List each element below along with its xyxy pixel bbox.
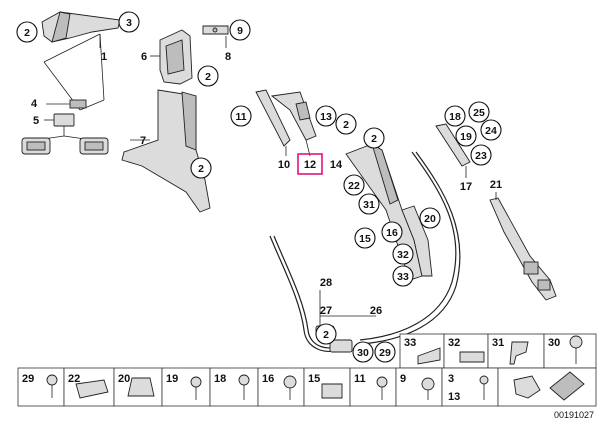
callout-2e[interactable]: 2 — [371, 133, 377, 145]
callout-5[interactable]: 5 — [33, 115, 39, 127]
part-22-cover-icon — [75, 379, 109, 399]
callout-10[interactable]: 10 — [278, 159, 290, 171]
legend-label-13[interactable]: 13 — [448, 391, 460, 403]
callout-2d[interactable]: 2 — [343, 119, 349, 131]
part-4-5-clips — [21, 99, 109, 155]
part-13-clip-icon — [513, 375, 541, 399]
callout-32[interactable]: 32 — [397, 249, 409, 261]
part-18-screw-icon — [238, 374, 250, 386]
part-14-pillar-trim — [345, 143, 433, 281]
legend-label-29[interactable]: 29 — [22, 373, 34, 385]
callout-16[interactable]: 16 — [386, 227, 398, 239]
callout-11[interactable]: 11 — [235, 111, 246, 123]
legend-row-1: 33 32 31 30 — [399, 333, 597, 369]
part-9-bolt-icon — [421, 377, 435, 391]
callout-2b[interactable]: 2 — [205, 71, 211, 83]
arrow-icon — [549, 371, 585, 401]
callout-28[interactable]: 28 — [320, 277, 332, 289]
part-20-clip-icon — [127, 377, 155, 397]
diagram-id: 00191027 — [554, 410, 594, 420]
legend-label-20[interactable]: 20 — [118, 373, 130, 385]
callout-22[interactable]: 22 — [348, 180, 360, 192]
callout-2f[interactable]: 2 — [323, 329, 329, 341]
callout-26[interactable]: 26 — [370, 305, 382, 317]
callout-33[interactable]: 33 — [397, 271, 409, 283]
callout-4[interactable]: 4 — [31, 98, 38, 110]
part-3-screw-icon — [479, 375, 489, 385]
part-6-bracket — [150, 25, 229, 85]
part-31-clip — [509, 341, 529, 365]
part-16-screw-icon — [283, 375, 297, 389]
part-21-rail — [489, 192, 557, 301]
legend-label-33[interactable]: 33 — [404, 337, 416, 349]
callout-1[interactable]: 1 — [101, 51, 107, 63]
callout-30[interactable]: 30 — [357, 347, 369, 359]
highlight-box-12 — [297, 153, 323, 175]
legend-label-3[interactable]: 3 — [448, 373, 454, 385]
part-29-screw-icon — [46, 374, 58, 386]
legend-label-9[interactable]: 9 — [400, 373, 406, 385]
part-30-screw-head — [569, 335, 583, 349]
callout-15[interactable]: 15 — [359, 233, 371, 245]
callout-13[interactable]: 13 — [320, 111, 332, 123]
legend-label-30[interactable]: 30 — [548, 337, 560, 349]
legend-row-2: 29 22 20 19 18 16 15 11 9 3 13 — [17, 367, 597, 407]
callout-25[interactable]: 25 — [473, 107, 485, 119]
part-17-bracket — [435, 123, 471, 178]
legend-label-15[interactable]: 15 — [308, 373, 320, 385]
callout-20[interactable]: 20 — [424, 213, 436, 225]
callout-6[interactable]: 6 — [141, 51, 147, 63]
callout-9[interactable]: 9 — [237, 25, 243, 37]
callout-circles — [16, 11, 502, 363]
callout-2c[interactable]: 2 — [198, 163, 204, 175]
callout-3[interactable]: 3 — [126, 17, 132, 29]
callout-27[interactable]: 27 — [320, 305, 332, 317]
callout-17[interactable]: 17 — [460, 181, 472, 193]
legend-label-19[interactable]: 19 — [166, 373, 178, 385]
callout-29[interactable]: 29 — [379, 347, 391, 359]
part-11-screw-icon — [376, 376, 388, 388]
legend-label-16[interactable]: 16 — [262, 373, 274, 385]
callout-31[interactable]: 31 — [363, 199, 375, 211]
part-7-pillar — [121, 89, 211, 213]
cable-assembly — [269, 151, 461, 353]
callout-23[interactable]: 23 — [475, 150, 487, 162]
callout-labels: 2 3 1 4 5 6 9 8 2 7 2 11 13 2 2 10 12 14… — [24, 17, 502, 359]
legend-label-18[interactable]: 18 — [214, 373, 226, 385]
callout-7[interactable]: 7 — [140, 135, 146, 147]
legend-label-31[interactable]: 31 — [492, 337, 504, 349]
part-33-connector — [417, 347, 441, 365]
callout-12[interactable]: 12 — [304, 159, 316, 171]
callout-21[interactable]: 21 — [490, 179, 502, 191]
callout-2a[interactable]: 2 — [24, 27, 30, 39]
legend-label-32[interactable]: 32 — [448, 337, 460, 349]
callout-24[interactable]: 24 — [485, 125, 497, 137]
callout-19[interactable]: 19 — [460, 131, 472, 143]
callout-18[interactable]: 18 — [449, 111, 461, 123]
callout-14[interactable]: 14 — [330, 159, 343, 171]
part-32-connector — [459, 351, 485, 363]
callout-8[interactable]: 8 — [225, 51, 231, 63]
part-15-nut-icon — [321, 383, 343, 399]
part-19-screw-icon — [190, 376, 202, 388]
legend-label-11[interactable]: 11 — [354, 373, 366, 385]
part-1-trim — [41, 11, 121, 111]
legend-label-22[interactable]: 22 — [68, 373, 80, 385]
part-10-trim — [255, 89, 317, 157]
